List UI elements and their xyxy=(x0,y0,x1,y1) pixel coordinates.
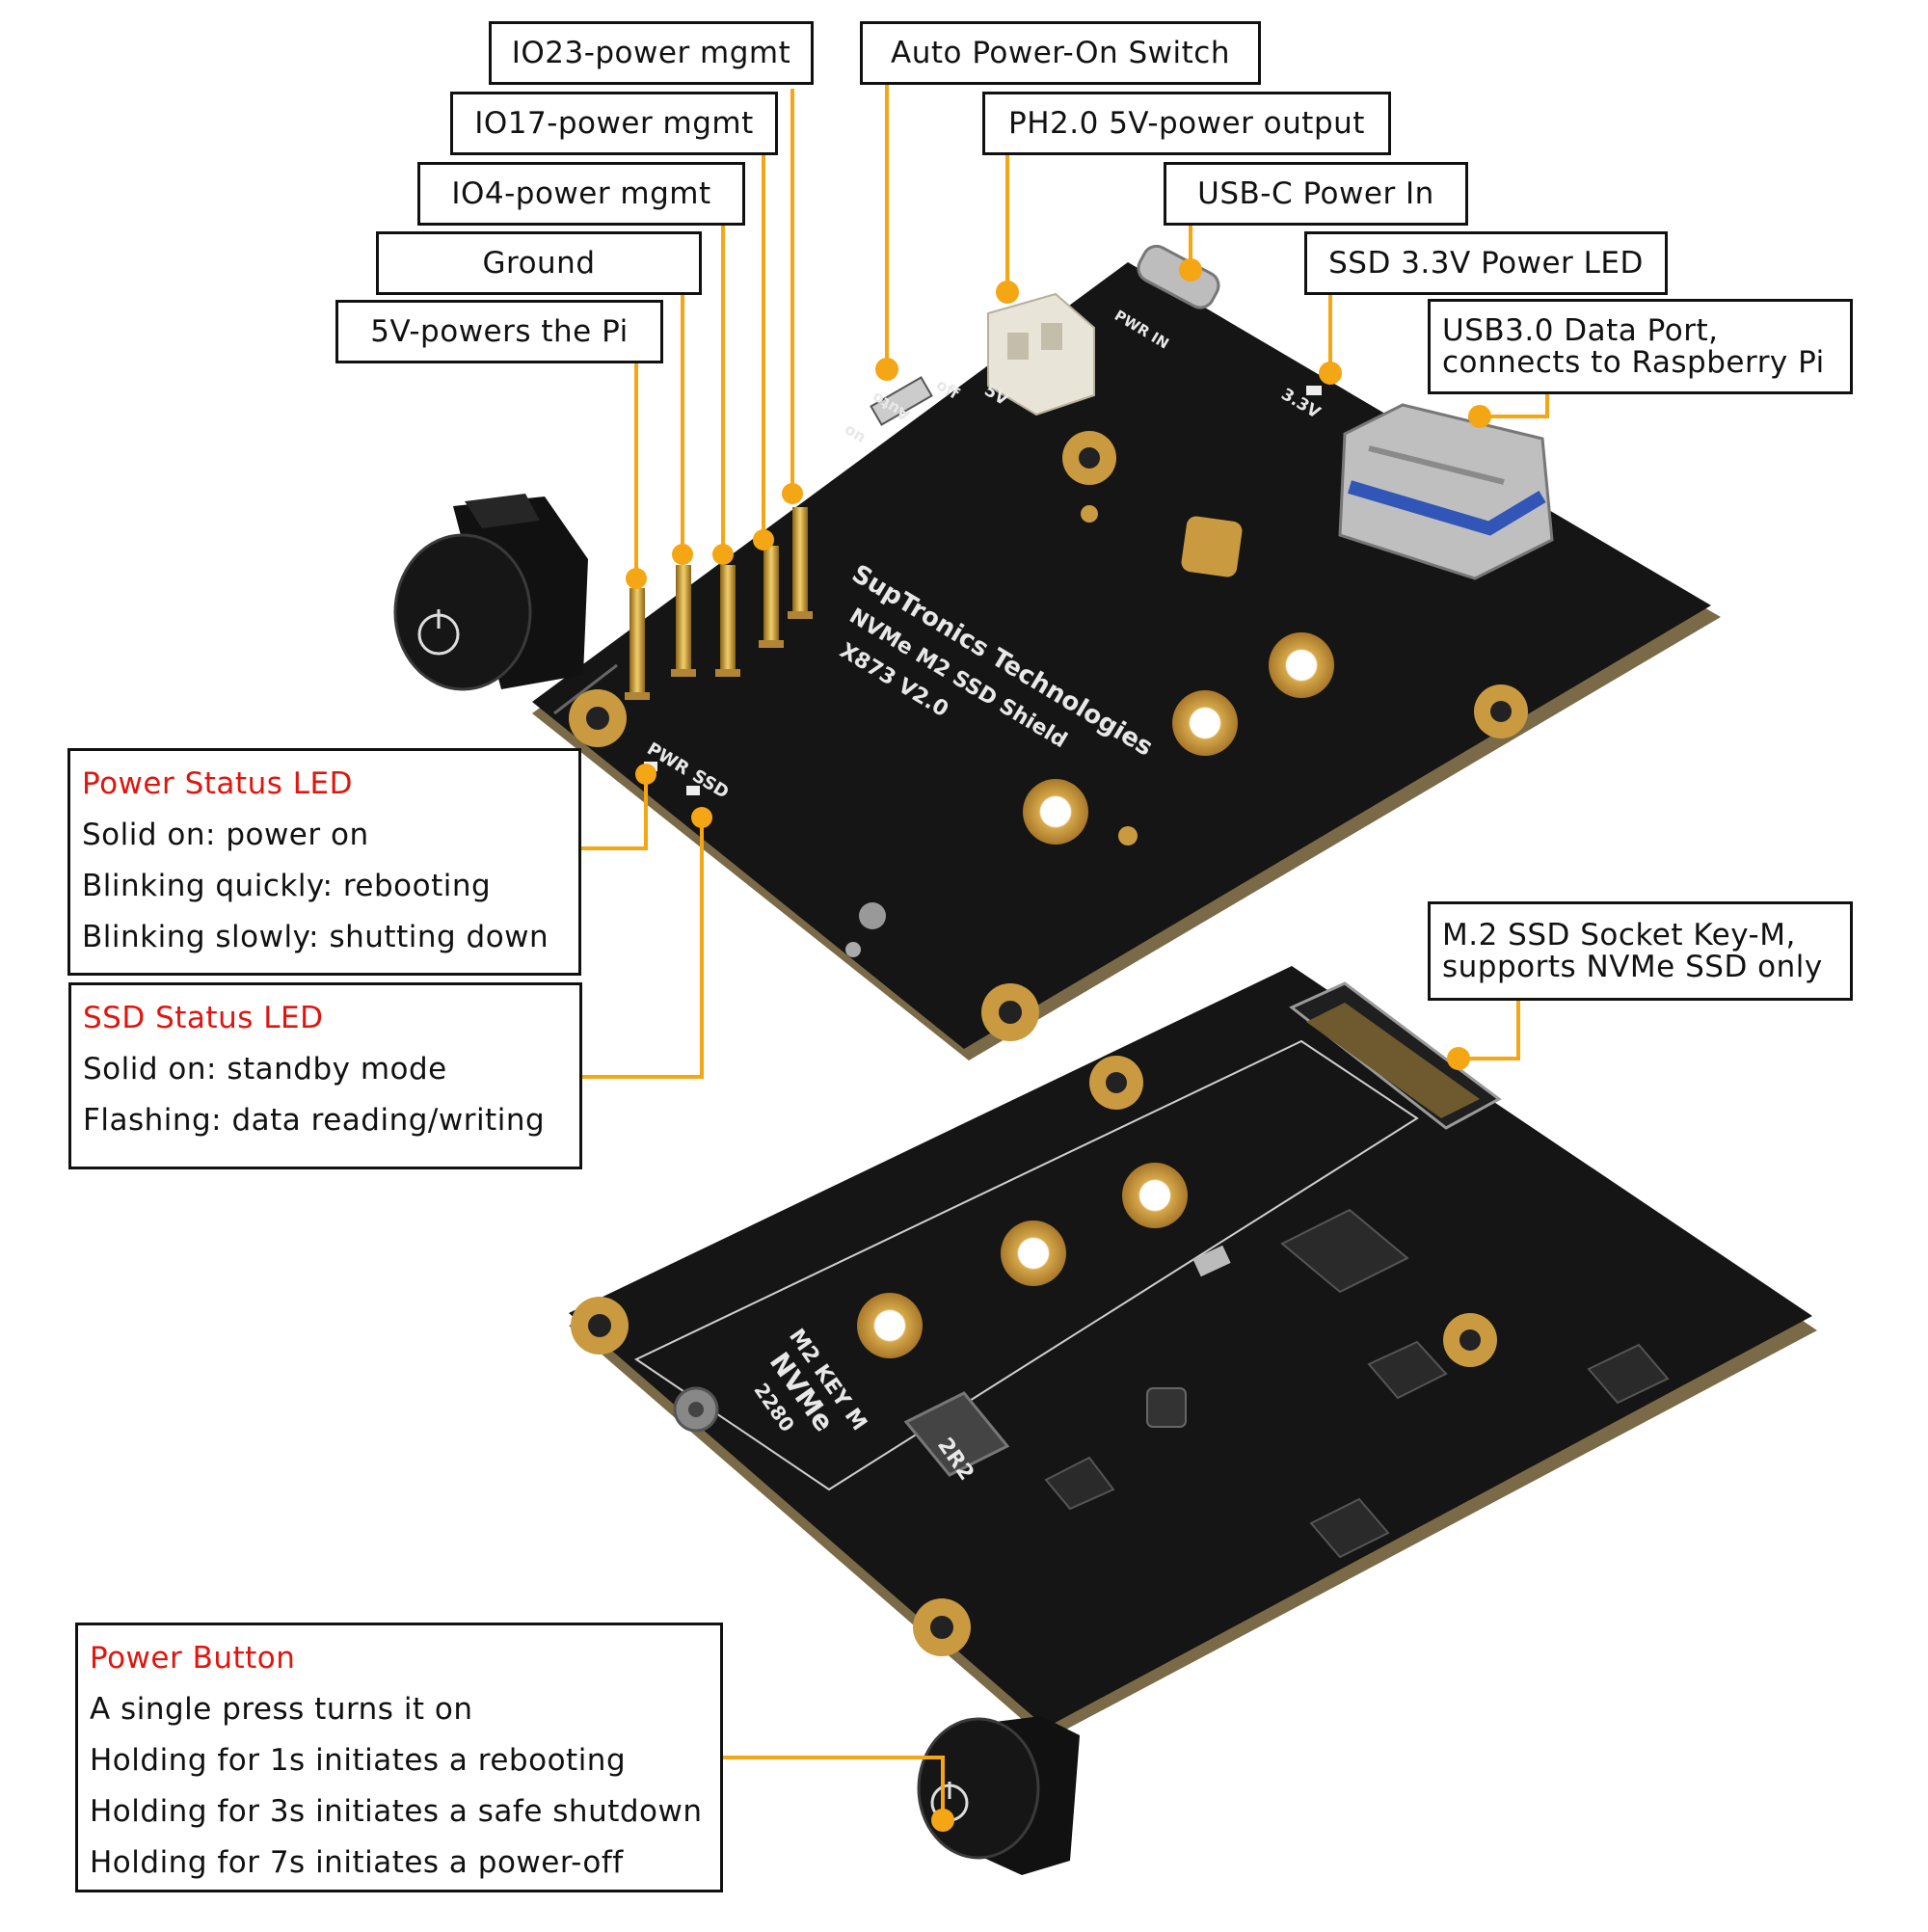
label-io4: IO4-power mgmt xyxy=(417,162,745,226)
pogo-pin-io4 xyxy=(715,565,740,677)
bottom-board-pcb xyxy=(569,966,1812,1728)
leader-ssd-status-led xyxy=(580,818,704,1079)
crystal xyxy=(1192,1245,1231,1277)
power-status-led-title: Power Status LED xyxy=(82,766,353,801)
ic-chip xyxy=(1309,1497,1390,1559)
label-auto-power: Auto Power-On Switch xyxy=(860,21,1261,85)
pogo-pin-ground xyxy=(671,565,696,677)
label-usb3: USB3.0 Data Port, connects to Raspberry … xyxy=(1428,299,1853,394)
m2-standoff-hole xyxy=(857,1293,923,1358)
m2-standoff-hole xyxy=(1172,690,1238,756)
ph20-connector xyxy=(987,292,1095,416)
leader-usb3 xyxy=(1480,393,1549,418)
leader-power-led xyxy=(580,774,648,850)
bottom-board: 2R2 M2 KEY M NVMe 2280 xyxy=(569,966,1817,1875)
ic-chip xyxy=(1044,1456,1115,1511)
ssd-led xyxy=(686,786,700,795)
power-button-title: Power Button xyxy=(90,1641,296,1676)
callout-leaders xyxy=(580,85,1549,1820)
label-ph20: PH2.0 5V-power output xyxy=(982,92,1391,155)
label-m2-line1: M.2 SSD Socket Key-M, xyxy=(1442,917,1796,953)
label-io23: IO23-power mgmt xyxy=(489,21,814,85)
ssd-status-line: Flashing: data reading/writing xyxy=(83,1103,546,1138)
ssd-status-line: Solid on: standby mode xyxy=(83,1052,447,1087)
ssd-power-led xyxy=(1306,386,1322,395)
power-button-line: Holding for 1s initiates a rebooting xyxy=(90,1743,627,1778)
label-io17: IO17-power mgmt xyxy=(450,92,778,155)
label-m2-socket: M.2 SSD Socket Key-M, supports NVMe SSD … xyxy=(1428,901,1853,1001)
label-usbc: USB-C Power In xyxy=(1164,162,1468,226)
ic-chip xyxy=(1367,1340,1448,1400)
m2-outline xyxy=(633,1039,1419,1491)
power-status-line: Blinking quickly: rebooting xyxy=(82,869,492,903)
power-status-led-box: Power Status LED Solid on: power on Blin… xyxy=(67,748,581,976)
power-button-box: Power Button A single press turns it on … xyxy=(75,1623,723,1892)
pogo-pin-io17 xyxy=(759,546,784,648)
label-ssd-power-led: SSD 3.3V Power LED xyxy=(1304,231,1668,295)
m2-standoff-hole xyxy=(1001,1221,1066,1286)
pogo-pin-5v xyxy=(625,588,650,700)
ic-chip xyxy=(1587,1343,1670,1405)
m2-standoff-hole xyxy=(1269,632,1334,698)
silk-on: on xyxy=(842,419,870,446)
power-status-line: Blinking slowly: shutting down xyxy=(82,920,549,954)
label-ground: Ground xyxy=(376,231,702,295)
m2-socket xyxy=(1289,981,1502,1130)
power-button-line: Holding for 3s initiates a safe shutdown xyxy=(90,1794,703,1829)
m2-standoff-hole xyxy=(1023,779,1088,845)
auto-power-switch xyxy=(870,376,933,426)
m2-standoff-hole xyxy=(1122,1163,1188,1228)
power-button-line: A single press turns it on xyxy=(90,1692,473,1727)
power-button-line: Holding for 7s initiates a power-off xyxy=(90,1845,624,1880)
leader-m2-socket xyxy=(1459,1000,1520,1060)
inductor xyxy=(1146,1387,1187,1428)
usb3-port xyxy=(1338,403,1554,580)
label-5v: 5V-powers the Pi xyxy=(335,300,663,363)
label-m2-line2: supports NVMe SSD only xyxy=(1442,949,1823,984)
top-power-button xyxy=(393,494,588,691)
top-board: SupTronics Technologies NVMe M2 SSD Shie… xyxy=(393,244,1721,1060)
ssd-status-led-title: SSD Status LED xyxy=(83,1001,324,1035)
callout-dots xyxy=(626,258,1491,1832)
controller-chip xyxy=(1280,1208,1409,1294)
pogo-pin-io23 xyxy=(788,507,813,619)
ssd-status-led-box: SSD Status LED Solid on: standby mode Fl… xyxy=(68,982,582,1169)
label-usb3-line2: connects to Raspberry Pi xyxy=(1442,344,1825,380)
power-status-line: Solid on: power on xyxy=(82,818,369,852)
screw xyxy=(859,902,886,929)
leader-power-button xyxy=(723,1756,945,1820)
label-usb3-line1: USB3.0 Data Port, xyxy=(1442,312,1719,348)
inductor-2r2 xyxy=(903,1391,1010,1477)
